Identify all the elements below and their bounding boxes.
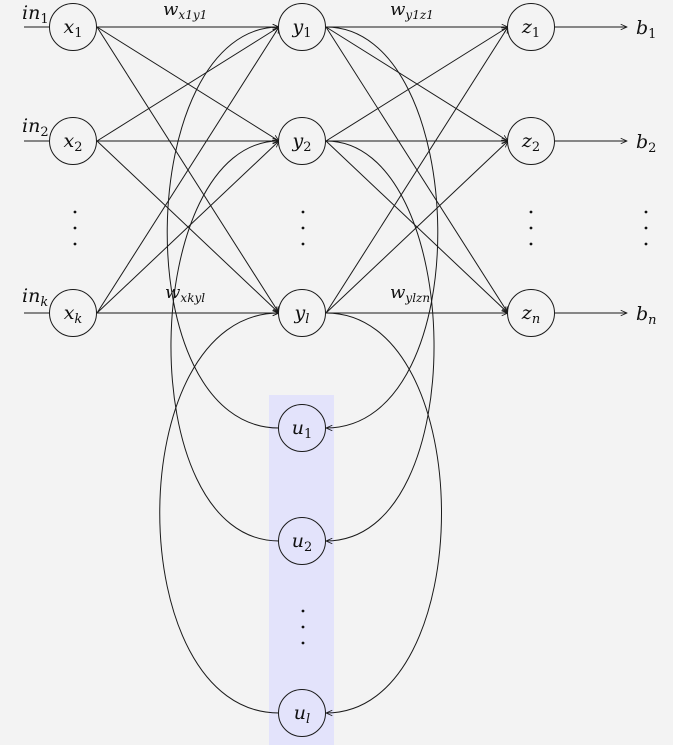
node-u2	[278, 517, 326, 565]
label-ink: ink	[22, 285, 48, 310]
y-nodes	[278, 3, 326, 337]
y-to-z-edges	[325, 27, 508, 313]
y-labels: y1 y2 yl	[291, 16, 311, 327]
label-u1: u1	[292, 417, 313, 442]
x-to-y-edges	[96, 27, 279, 313]
label-y2: y2	[291, 130, 311, 155]
u-nodes	[278, 404, 326, 737]
y-to-u-curves	[326, 26, 442, 713]
curve-y2-to-u2	[326, 140, 435, 541]
label-u2: u2	[292, 530, 313, 555]
label-ul: ul	[294, 702, 310, 727]
curve-u2-to-y2	[170, 141, 279, 542]
input-labels: in1 in2 ink	[22, 2, 49, 310]
label-in1: in1	[22, 2, 49, 27]
node-u1	[278, 404, 326, 452]
label-x1: x1	[64, 16, 83, 41]
context-band	[269, 395, 334, 745]
z-labels: z1 z2 zn	[521, 16, 540, 327]
ellipsis-u	[301, 609, 305, 645]
node-y1	[278, 3, 326, 51]
node-z1	[507, 3, 555, 51]
label-y1: y1	[291, 16, 311, 41]
label-x2: x2	[64, 130, 83, 155]
ellipsis-y	[301, 210, 305, 246]
label-in2: in2	[22, 115, 49, 140]
node-yl	[278, 289, 326, 337]
label-b2: b2	[636, 131, 656, 156]
curve-ul-to-yl	[159, 313, 279, 714]
ellipsis-x	[73, 210, 77, 246]
label-xk: xk	[64, 302, 83, 327]
weight-labels: wx1y1 wy1z1 wxkyl wylzn	[163, 0, 434, 305]
weight-y1z1: wy1z1	[390, 0, 434, 22]
curve-y1-to-u1	[326, 26, 439, 428]
u-labels: u1 u2 ul	[292, 417, 313, 727]
node-y2	[278, 117, 326, 165]
u-to-y-curves	[159, 27, 279, 714]
label-b1: b1	[636, 17, 656, 42]
label-z2: z2	[521, 130, 540, 155]
weight-x1y1: wx1y1	[163, 0, 207, 22]
curve-u1-to-y1	[166, 27, 279, 429]
node-zn	[507, 289, 555, 337]
label-zn: zn	[521, 302, 540, 327]
weight-xkyl: wxkyl	[165, 282, 205, 305]
output-arrows	[555, 27, 627, 313]
node-ul	[278, 689, 326, 737]
z-nodes	[507, 3, 555, 337]
node-x1	[49, 3, 97, 51]
node-x2	[49, 117, 97, 165]
label-yl: yl	[294, 302, 310, 327]
label-z1: z1	[521, 16, 540, 41]
input-lines	[24, 26, 50, 314]
ellipsis-dots	[73, 210, 648, 645]
ellipsis-z	[529, 210, 533, 246]
weight-ylzn: wylzn	[390, 282, 430, 305]
x-labels: x1 x2 xk	[64, 16, 83, 327]
node-xk	[49, 289, 97, 337]
ellipsis-b	[644, 210, 648, 246]
curve-yl-to-ul	[326, 312, 442, 713]
x-nodes	[49, 3, 97, 337]
output-labels: b1 b2 bn	[636, 17, 657, 328]
label-bn: bn	[636, 303, 657, 328]
node-z2	[507, 117, 555, 165]
